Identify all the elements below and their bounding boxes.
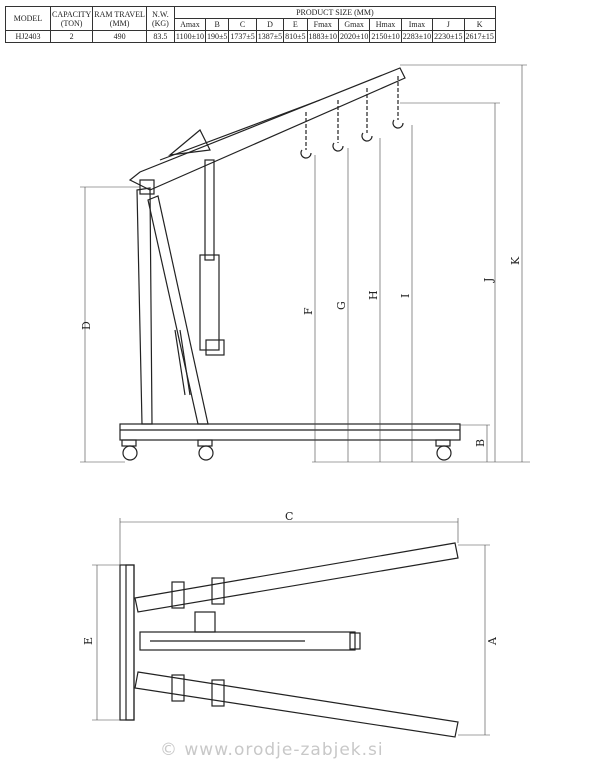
dim-label-A: A: [486, 636, 499, 646]
dim-label-D: D: [80, 321, 93, 330]
cell-capacity: 2: [49, 30, 94, 43]
caster-wheel: [435, 439, 452, 461]
dim-label-C: C: [285, 510, 293, 523]
nw-unit: (KG): [151, 18, 169, 28]
dim-label-I: I: [399, 294, 412, 298]
ram-label: RAM TRAVEL: [94, 9, 145, 19]
dim-label-F: F: [302, 307, 315, 315]
cell-size: 810±5: [283, 30, 308, 43]
cell-size: 2230±15: [432, 30, 465, 43]
watermark: © www.orodje-zabjek.si: [160, 740, 384, 760]
capacity-unit: (TON): [60, 18, 83, 28]
side-view: D F G H I J K B: [80, 64, 530, 463]
capacity-label: CAPACITY: [52, 9, 92, 19]
cell-size: 2617±15: [463, 30, 496, 43]
top-view: C A E: [82, 510, 499, 738]
nw-label: N.W.: [152, 9, 169, 19]
spec-table: MODEL CAPACITY(TON) RAM TRAVEL(MM) N.W.(…: [5, 6, 496, 43]
header-nw: N.W.(KG): [145, 6, 175, 31]
dim-label-E: E: [82, 637, 95, 645]
cell-size: 1883±10: [306, 30, 339, 43]
dim-label-H: H: [367, 290, 380, 300]
chain-hook: [361, 88, 373, 142]
ram-unit: (MM): [109, 18, 130, 28]
cell-size: 190±5: [204, 30, 230, 43]
dim-label-B: B: [474, 439, 487, 447]
dim-label-G: G: [335, 301, 348, 310]
dim-label-K: K: [509, 256, 522, 265]
caster-wheel: [121, 439, 138, 461]
chain-hook: [300, 112, 312, 159]
cell-size: 1737±5: [228, 30, 257, 43]
dim-label-J: J: [482, 278, 495, 283]
chain-hook: [392, 76, 404, 129]
caster-wheel: [197, 439, 214, 461]
header-model: MODEL: [5, 6, 51, 31]
chain-hook: [332, 100, 344, 152]
